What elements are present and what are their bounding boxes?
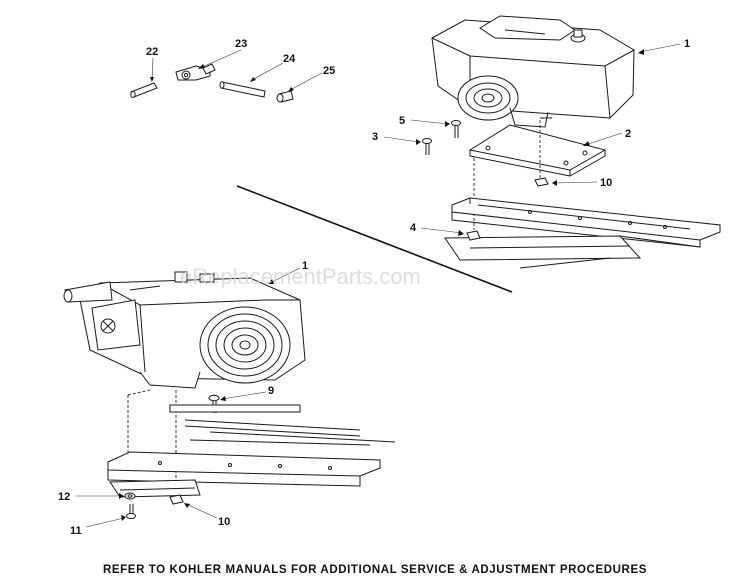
linkage-parts-group bbox=[130, 49, 323, 103]
part-5-bolt[interactable] bbox=[451, 120, 461, 139]
callout-10-upper: 10 bbox=[600, 177, 612, 189]
part-12-washer[interactable] bbox=[124, 492, 136, 500]
callout-9: 9 bbox=[268, 385, 274, 397]
callout-24: 24 bbox=[283, 53, 296, 65]
part-3-bolt[interactable] bbox=[422, 138, 432, 156]
callout-1-lower: 1 bbox=[302, 260, 308, 272]
part-10-nut-lower[interactable] bbox=[169, 494, 184, 505]
part-2-mounting-plate[interactable] bbox=[468, 124, 607, 177]
frame-rails-upper bbox=[444, 197, 721, 269]
callout-1-upper: 1 bbox=[684, 38, 690, 50]
frame-rails-lower bbox=[107, 404, 396, 498]
callout-4: 4 bbox=[410, 222, 417, 234]
footer-note: REFER TO KOHLER MANUALS FOR ADDITIONAL S… bbox=[103, 564, 647, 576]
watermark-text: eReplacementParts.com bbox=[180, 264, 421, 289]
part-22-pin[interactable] bbox=[130, 82, 158, 98]
callout-3: 3 bbox=[372, 131, 378, 143]
engine-upper[interactable] bbox=[431, 15, 635, 128]
callout-10-lower: 10 bbox=[218, 516, 230, 528]
part-4-nut[interactable] bbox=[466, 230, 481, 241]
part-23-swivel-link[interactable] bbox=[175, 63, 216, 81]
callout-2: 2 bbox=[625, 128, 631, 140]
callout-11: 11 bbox=[70, 525, 82, 537]
callout-5: 5 bbox=[399, 115, 405, 127]
section-divider bbox=[236, 185, 513, 293]
callout-25: 25 bbox=[323, 65, 335, 77]
part-10-nut-upper[interactable] bbox=[534, 177, 549, 187]
callout-23: 23 bbox=[235, 38, 247, 50]
part-25-cap[interactable] bbox=[276, 90, 294, 103]
part-11-bolt[interactable] bbox=[126, 504, 136, 519]
part-24-rod[interactable] bbox=[219, 81, 266, 98]
callout-12: 12 bbox=[58, 491, 70, 503]
engine-lower[interactable] bbox=[63, 271, 306, 389]
callout-22: 22 bbox=[146, 46, 158, 58]
